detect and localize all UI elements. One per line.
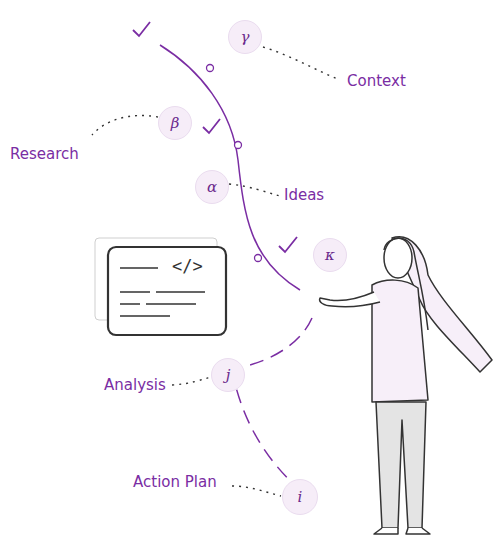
node-letter: β: [171, 116, 180, 131]
node-letter: γ: [241, 30, 250, 45]
leader-line: [263, 47, 340, 80]
leader-line: [172, 377, 211, 385]
leader-line: [232, 486, 281, 496]
path-marker: [207, 65, 214, 72]
node-letter: i: [298, 490, 303, 505]
letter-circle: j: [211, 358, 245, 392]
stage-label: Context: [347, 72, 406, 90]
letter-circle: γ: [228, 20, 262, 54]
letter-circle: i: [282, 479, 318, 515]
node-letter: j: [226, 368, 231, 383]
leader-line: [229, 184, 280, 196]
letter-circle: κ: [313, 238, 347, 272]
node-letter: κ: [325, 248, 335, 263]
code-lines: [120, 268, 205, 316]
stage-label: Research: [10, 145, 79, 163]
checkmark: [203, 119, 220, 133]
checkmark: [133, 22, 150, 36]
progress-path: [160, 45, 300, 290]
leader-line: [92, 116, 158, 135]
node-letter: α: [207, 180, 217, 195]
letter-circle: β: [158, 106, 192, 140]
path-marker: [235, 142, 242, 149]
progress-path: [246, 318, 312, 366]
person-illustration: [320, 237, 492, 534]
stage-label: Ideas: [284, 186, 324, 204]
path-marker: [255, 255, 262, 262]
dashed-connector: [237, 390, 291, 482]
checkmark: [279, 237, 297, 252]
stage-label: Analysis: [104, 376, 166, 394]
code-window: [108, 247, 226, 335]
stage-label: Action Plan: [133, 473, 217, 491]
code-symbol: </>: [172, 258, 203, 275]
letter-circle: α: [195, 170, 229, 204]
